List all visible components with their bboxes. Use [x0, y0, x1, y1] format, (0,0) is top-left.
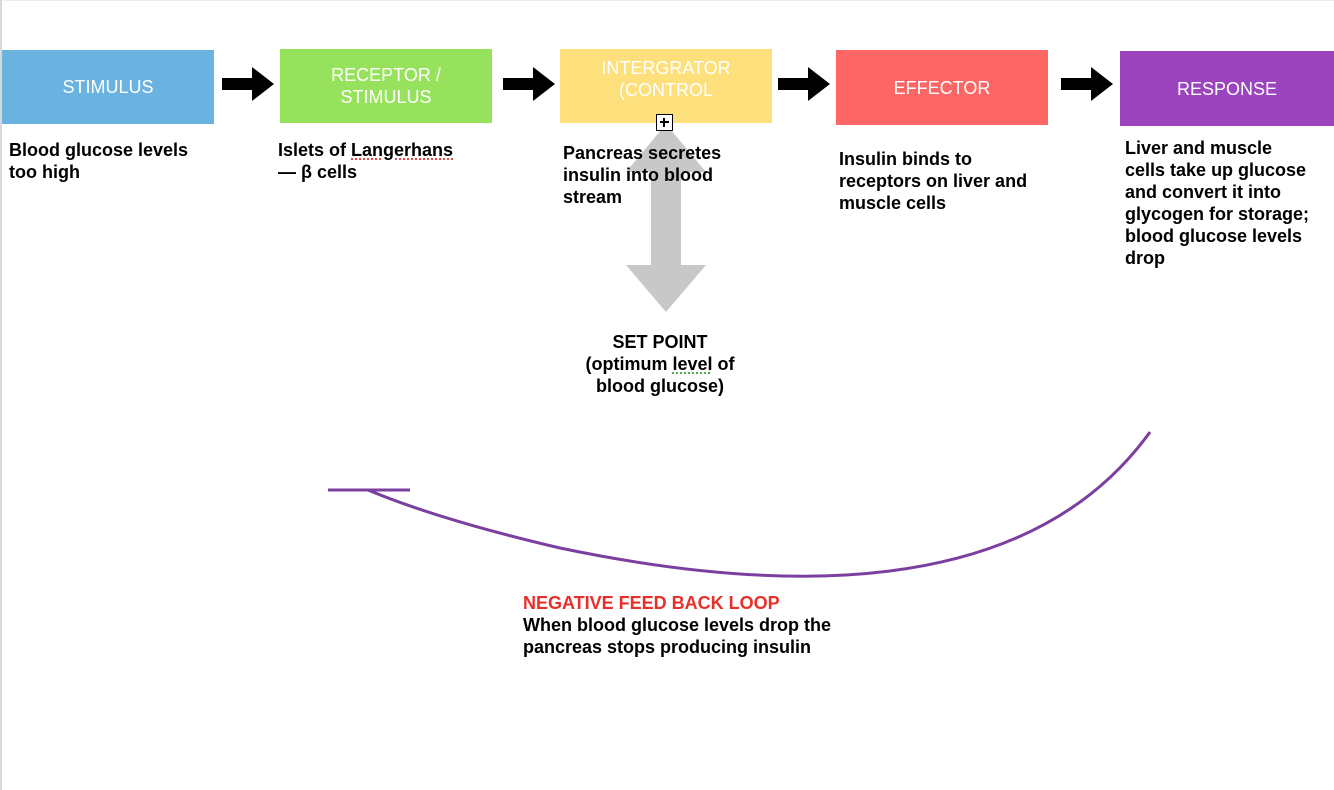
canvas-top-border — [0, 0, 1334, 1]
negative-feedback-curve[interactable] — [367, 431, 1152, 578]
effector-box-label: EFFECTOR — [893, 77, 991, 98]
feedback-loop-description: When blood glucose levels drop the pancr… — [523, 615, 832, 657]
set-point-double-arrow[interactable] — [626, 124, 706, 312]
integrator-box-label: INTERGRATOR (CONTROL — [601, 58, 731, 100]
stimulus-box[interactable]: STIMULUS — [2, 50, 214, 124]
response-box[interactable]: RESPONSE — [1120, 51, 1334, 126]
flow-arrow-1 — [222, 67, 274, 101]
receptor-description: Islets of Langerhans — β cells — [278, 140, 454, 182]
flow-arrow-3 — [778, 67, 830, 101]
effector-box[interactable]: EFFECTOR — [836, 50, 1048, 125]
effector-description: Insulin binds to receptors on liver and … — [839, 149, 1028, 213]
stimulus-box-label: STIMULUS — [62, 77, 154, 97]
spellcheck-underline: Langerhans — [351, 140, 454, 160]
expand-handle-icon[interactable] — [656, 114, 673, 131]
grammar-underline: level — [672, 354, 713, 374]
integrator-box[interactable]: INTERGRATOR (CONTROL — [560, 49, 772, 123]
flow-arrow-4 — [1061, 67, 1113, 101]
response-description: Liver and muscle cells take up glucose a… — [1125, 138, 1310, 268]
integrator-description: Pancreas secretes insulin into blood str… — [563, 143, 722, 207]
canvas-left-border — [0, 0, 2, 790]
response-box-label: RESPONSE — [1176, 78, 1278, 99]
feedback-loop-title: NEGATIVE FEED BACK LOOP — [523, 593, 780, 613]
set-point-label: SET POINT (optimum level of blood glucos… — [585, 332, 735, 396]
flow-arrow-2 — [503, 67, 555, 101]
receptor-box-label: RECEPTOR / STIMULUS — [331, 65, 441, 107]
stimulus-description: Blood glucose levels too high — [9, 140, 189, 182]
receptor-box[interactable]: RECEPTOR / STIMULUS — [280, 49, 492, 123]
